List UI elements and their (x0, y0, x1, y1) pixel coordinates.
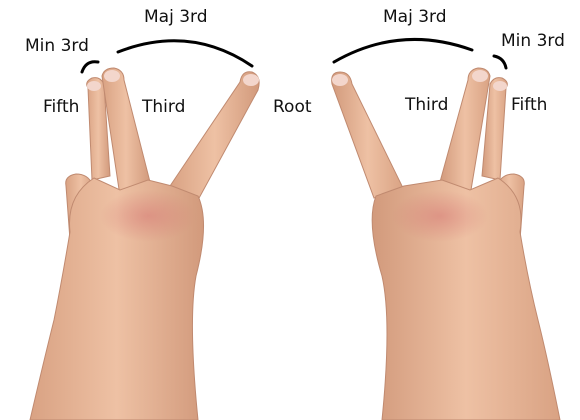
left-middle-finger (101, 67, 151, 197)
right-maj3-bracket (332, 37, 474, 64)
right-maj-3rd-label: Maj 3rd (383, 7, 447, 27)
left-index-nail (243, 74, 259, 86)
left-hand (29, 67, 260, 420)
right-ring-nail (493, 81, 507, 91)
right-middle-finger (439, 67, 491, 197)
left-fifth-label: Fifth (43, 97, 80, 117)
left-maj-3rd-label: Maj 3rd (144, 7, 208, 27)
right-middle-nail (472, 70, 488, 82)
left-ring-nail (87, 81, 101, 91)
left-index-finger (169, 71, 260, 201)
right-fifth-label: Fifth (511, 95, 548, 115)
left-third-label: Third (142, 97, 186, 117)
root-label: Root (273, 97, 312, 117)
right-hand (331, 67, 561, 420)
right-knuckle-blush (392, 190, 488, 242)
right-index-nail (332, 74, 348, 86)
right-min3-bracket (492, 54, 508, 70)
left-middle-nail (104, 70, 120, 82)
left-maj3-bracket (116, 39, 254, 68)
right-third-label: Third (405, 95, 449, 115)
right-min-3rd-label: Min 3rd (501, 31, 565, 51)
left-knuckle-blush (100, 190, 196, 242)
right-ring-finger (481, 77, 508, 181)
right-index-finger (331, 71, 405, 199)
left-min-3rd-label: Min 3rd (25, 36, 89, 56)
left-min3-bracket (80, 60, 100, 74)
